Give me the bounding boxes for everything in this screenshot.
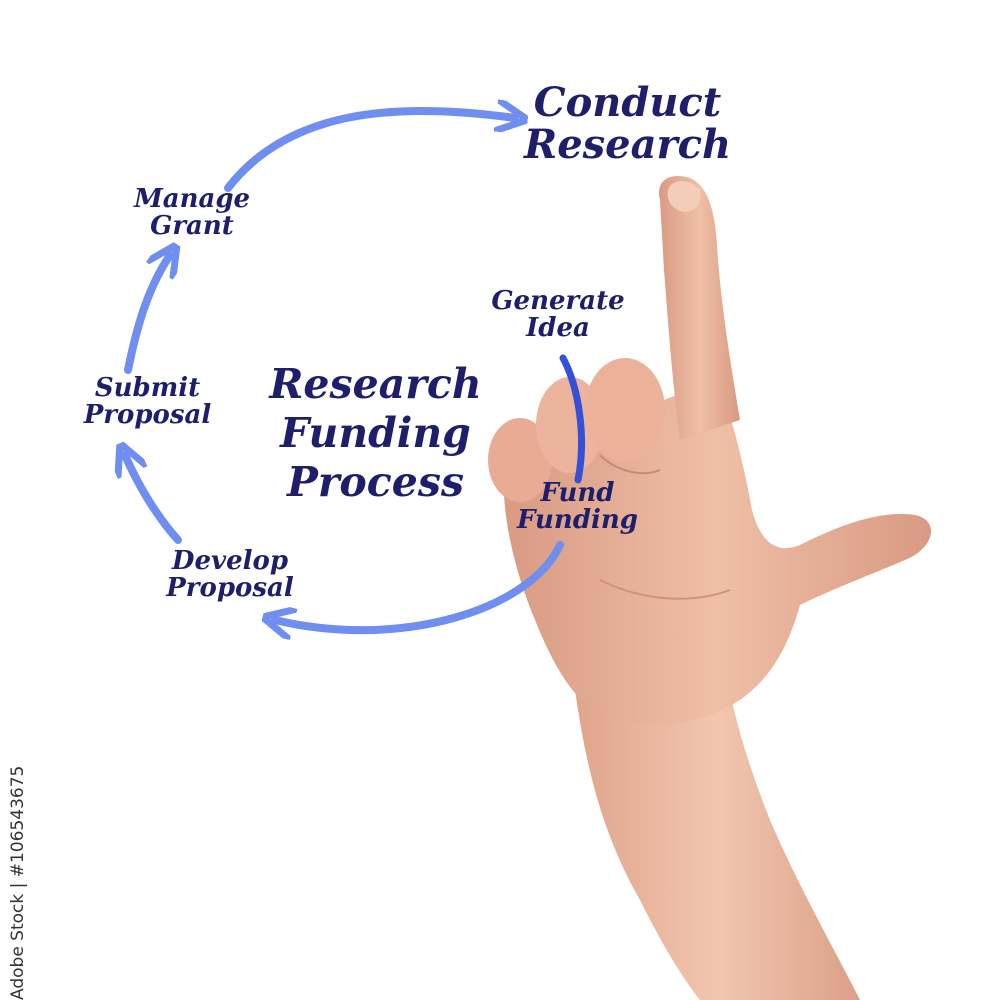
arrow-develop-to-submit — [125, 455, 182, 544]
stock-id-watermark: Adobe Stock | #106543675 — [8, 765, 28, 1000]
fingernail-shape — [667, 181, 701, 212]
index-finger-shape — [659, 176, 740, 441]
arm-shape — [575, 690, 860, 1000]
diagram-title: Research Funding Process — [269, 360, 482, 507]
arrow-manage-to-conduct — [224, 111, 515, 192]
arrow-fund-to-develop — [275, 541, 564, 630]
step-develop-proposal: Develop Proposal — [166, 546, 294, 604]
step-submit-proposal: Submit Proposal — [83, 373, 212, 431]
arrow-generate-to-fund — [559, 354, 585, 484]
curled-finger-3 — [585, 358, 665, 462]
knuckle-crease — [599, 454, 661, 475]
step-generate-idea: Generate Idea — [491, 286, 625, 344]
curled-finger-1 — [488, 418, 552, 502]
arrow-submit-to-manage — [124, 255, 170, 374]
step-fund-funding: Fund Funding — [517, 478, 638, 536]
palm-crease — [599, 579, 731, 600]
step-manage-grant: Manage Grant — [133, 184, 251, 242]
hand-palm-shape — [503, 390, 932, 726]
step-conduct-research: Conduct Research — [523, 79, 732, 168]
